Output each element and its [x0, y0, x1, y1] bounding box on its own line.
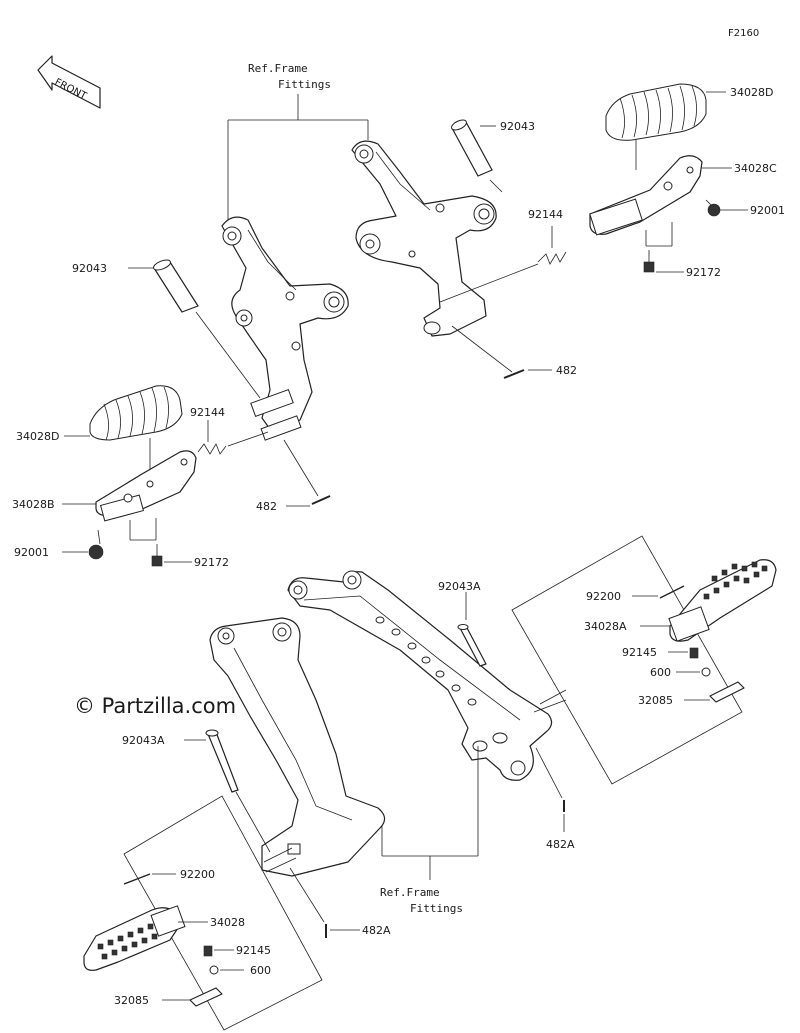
callout-92145-right: 92145: [622, 646, 657, 659]
callout-34028B: 34028B: [12, 498, 55, 511]
figure-code: F2160: [728, 28, 759, 39]
callout-34028A: 34028A: [584, 620, 627, 633]
footpeg-rubber-34028D-left: [89, 385, 183, 441]
callout-34028: 34028: [210, 916, 245, 929]
ball-600-left: [209, 965, 219, 975]
rear-footpeg-group-box-right: [511, 535, 743, 785]
pin-92043-upper-right: [451, 119, 493, 177]
pin-92043A-left: [205, 729, 239, 793]
footpeg-34028A: [668, 559, 777, 642]
bolt-92001-right: [705, 199, 721, 217]
callout-32085-right: 32085: [638, 694, 673, 707]
callout-92043A-left: 92043A: [122, 734, 165, 747]
spring-92144-right: [537, 251, 567, 265]
watermark: © Partzilla.com: [74, 694, 236, 718]
ball-600-right: [701, 667, 711, 677]
spring-92145-right: [689, 647, 699, 659]
ref-frame-top-line1: Ref.Frame: [248, 62, 308, 75]
callout-482-right: 482: [556, 364, 577, 377]
callout-92172-right: 92172: [686, 266, 721, 279]
callout-34028C: 34028C: [734, 162, 777, 175]
callout-92043-upper-right: 92043: [500, 120, 535, 133]
rear-footpeg-bracket-left: [209, 617, 386, 877]
callout-92043-left: 92043: [72, 262, 107, 275]
cotter-pin-482-left: [311, 495, 331, 505]
spring-92144-left: [197, 443, 227, 455]
spring-92145-left: [203, 945, 213, 957]
callout-32085-left: 32085: [114, 994, 149, 1007]
callout-482A-left: 482A: [362, 924, 391, 937]
plate-32085-left: [189, 987, 223, 1007]
footpeg-34028B: [95, 450, 197, 522]
callout-482A-right: 482A: [546, 838, 575, 851]
callout-92043A-center: 92043A: [438, 580, 481, 593]
pin-92043A-center: [457, 624, 487, 667]
ref-frame-top-line2: Fittings: [278, 78, 331, 91]
callout-600-left: 600: [250, 964, 271, 977]
footpeg-rubber-34028D-right: [605, 83, 707, 141]
pin-92043-left: [153, 259, 199, 313]
right-footpeg-bracket: [351, 140, 497, 337]
footpeg-34028C: [589, 155, 703, 236]
callout-92144-left: 92144: [190, 406, 225, 419]
ref-frame-top-bracket: [227, 94, 369, 220]
bolt-92001-left: [88, 529, 104, 560]
callout-34028D-right: 34028D: [730, 86, 773, 99]
front-arrow-icon: FRONT: [37, 55, 101, 109]
callout-482-left: 482: [256, 500, 277, 513]
callout-92001-right: 92001: [750, 204, 785, 217]
ref-frame-bottom-bracket: [381, 746, 479, 880]
plate-32085-right: [709, 681, 745, 703]
cotter-pin-482-right: [503, 369, 525, 379]
washer-92200-right: [659, 585, 685, 599]
callout-34028D-left: 34028D: [16, 430, 59, 443]
ref-frame-bottom-line1: Ref.Frame: [380, 886, 440, 899]
callout-92200-left: 92200: [180, 868, 215, 881]
callout-92144-right: 92144: [528, 208, 563, 221]
ref-frame-bottom-line2: Fittings: [410, 902, 463, 915]
bolt-92172-left: [151, 544, 163, 567]
rear-footpeg-group-box-left: [123, 795, 323, 1031]
rear-footpeg-bracket-right: [287, 570, 553, 781]
callout-92001-left: 92001: [14, 546, 49, 559]
left-footpeg-bracket: [221, 216, 349, 441]
footpeg-34028: [83, 905, 186, 971]
callout-92200-right: 92200: [586, 590, 621, 603]
callout-92172-left: 92172: [194, 556, 229, 569]
callout-600-right: 600: [650, 666, 671, 679]
washer-92200-left: [123, 873, 151, 885]
callout-92145-left: 92145: [236, 944, 271, 957]
bolt-92172-right: [643, 250, 655, 273]
